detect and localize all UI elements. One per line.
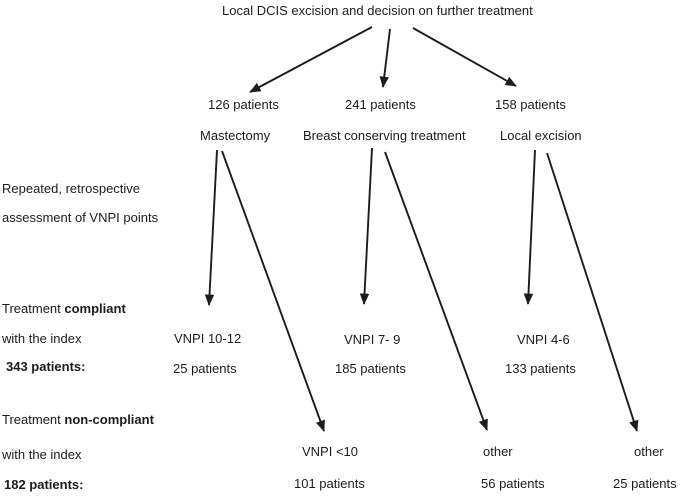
compliant-label-emphasis: compliant xyxy=(64,301,126,316)
arrow-local-excision-to-noncompliant xyxy=(546,152,639,432)
noncompliant-label-emphasis: non-compliant xyxy=(64,412,154,427)
flowchart-title: Local DCIS excision and decision on furt… xyxy=(222,3,533,18)
arrow-title-to-mastectomy xyxy=(249,26,373,93)
noncompliant-label-prefix: Treatment xyxy=(2,412,65,427)
branch-local-excision-patients: 158 patients xyxy=(495,97,566,112)
noncompliant-index-bct: other xyxy=(483,444,513,459)
branch-mastectomy-patients: 126 patients xyxy=(208,97,279,112)
arrow-local-excision-to-compliant xyxy=(523,149,536,305)
arrow-bct-to-compliant xyxy=(359,147,373,305)
compliant-index-mastectomy: VNPI 10-12 xyxy=(174,331,242,346)
noncompliant-patients-bct: 56 patients xyxy=(481,476,545,491)
compliant-index-bct: VNPI 7- 9 xyxy=(344,332,401,347)
noncompliant-total-patients: 182 patients: xyxy=(4,477,84,492)
arrow-title-to-local-excision xyxy=(412,27,517,87)
compliant-group-label: Treatment compliant xyxy=(2,301,126,317)
compliant-patients-local-excision: 133 patients xyxy=(505,361,576,376)
noncompliant-patients-mastectomy: 101 patients xyxy=(294,476,365,491)
noncompliant-index-local-excision: other xyxy=(634,444,664,459)
compliant-index-local-excision: VNPI 4-6 xyxy=(517,332,570,347)
arrow-mastectomy-to-noncompliant xyxy=(221,150,325,432)
assessment-note-line2: assessment of VNPI points xyxy=(2,210,159,225)
branch-bct-patients: 241 patients xyxy=(345,97,416,112)
noncompliant-group-label: Treatment non-compliant xyxy=(2,412,154,428)
branch-local-excision-label: Local excision xyxy=(500,128,582,143)
assessment-note-line1: Repeated, retrospective xyxy=(2,181,141,196)
compliant-patients-mastectomy: 25 patients xyxy=(173,361,237,376)
noncompliant-patients-local-excision: 25 patients xyxy=(613,476,677,491)
branch-mastectomy-label: Mastectomy xyxy=(200,128,271,143)
compliant-label-prefix: Treatment xyxy=(2,301,65,316)
arrow-mastectomy-to-compliant xyxy=(204,149,218,306)
branch-bct-label: Breast conserving treatment xyxy=(303,128,466,143)
arrow-title-to-bct xyxy=(379,28,391,88)
compliant-group-label-line2: with the index xyxy=(2,331,82,346)
compliant-patients-bct: 185 patients xyxy=(335,361,406,376)
noncompliant-group-label-line2: with the index xyxy=(2,447,82,462)
noncompliant-index-mastectomy: VNPI <10 xyxy=(302,444,359,459)
compliant-total-patients: 343 patients: xyxy=(6,359,86,374)
arrow-bct-to-noncompliant xyxy=(384,151,488,431)
